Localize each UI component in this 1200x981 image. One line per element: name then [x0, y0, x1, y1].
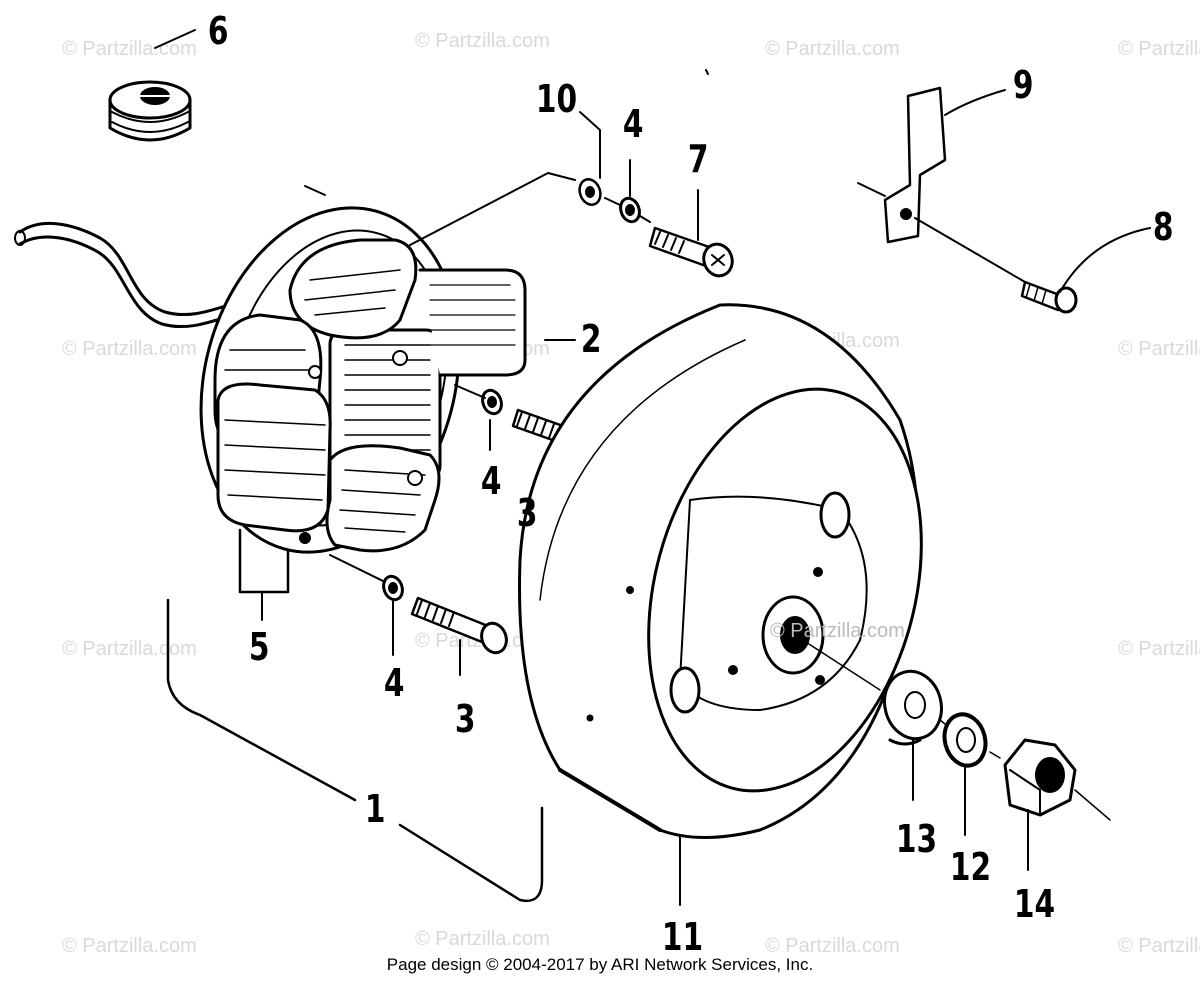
lock-washer-part-4 [382, 574, 404, 602]
callout-12: 12 [949, 845, 992, 889]
callout-14: 14 [1013, 882, 1056, 926]
watermark: © Partzilla.com [765, 935, 900, 957]
nut-part-14 [1003, 738, 1077, 817]
callout-11: 11 [661, 915, 704, 959]
callout-2: 2 [580, 317, 602, 361]
watermark: © Partzilla.com [415, 928, 550, 950]
clip-part-9 [857, 86, 947, 244]
grommet-part-6 [108, 80, 192, 142]
watermark: © Partzilla.com [770, 620, 905, 642]
watermark: © Partzilla.com [415, 30, 550, 52]
watermark: © Partzilla.com [1118, 935, 1200, 957]
washer-part-13 [883, 669, 943, 746]
watermark: © Partzilla.com [1118, 338, 1200, 360]
screw-part-8 [1020, 280, 1078, 314]
callout-9: 9 [1012, 63, 1034, 107]
footer-copyright: Page design © 2004-2017 by ARI Network S… [386, 955, 814, 974]
callout-3: 3 [516, 491, 538, 535]
lock-washer-part-4 [619, 196, 641, 224]
callout-1: 1 [364, 787, 386, 831]
callout-7: 7 [687, 137, 709, 181]
lock-washer-part-4 [481, 388, 503, 416]
screw-part-7 [648, 226, 734, 278]
callout-13: 13 [895, 817, 938, 861]
callout-6: 6 [207, 9, 229, 53]
callout-8: 8 [1152, 205, 1174, 249]
wire [18, 221, 267, 317]
callout-10: 10 [535, 77, 578, 121]
flywheel-part-11 [518, 303, 923, 839]
watermark: © Partzilla.com [1118, 38, 1200, 60]
callout-5: 5 [248, 625, 270, 669]
callout-4: 4 [480, 459, 502, 503]
stator-assembly [199, 206, 527, 554]
watermark: © Partzilla.com [765, 38, 900, 60]
screw-part-3 [410, 596, 508, 655]
washer-part-10 [578, 178, 602, 206]
watermark: © Partzilla.com [62, 935, 197, 957]
callout-4: 4 [622, 102, 644, 146]
watermark: © Partzilla.com [1118, 638, 1200, 660]
lock-washer-part-12 [942, 712, 988, 768]
callout-3: 3 [454, 697, 476, 741]
watermark: © Partzilla.com [62, 338, 197, 360]
watermark: © Partzilla.com [62, 638, 197, 660]
callout-4: 4 [383, 661, 405, 705]
